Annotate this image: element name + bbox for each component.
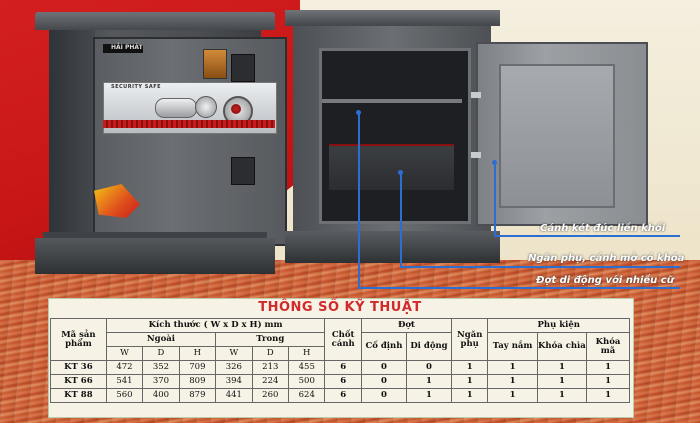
red-stripe (103, 120, 275, 128)
callout-line-drawer-h (400, 266, 680, 268)
header-acc-handle: Tay nắm (487, 332, 538, 361)
key-lock-icon (203, 49, 227, 79)
cell-model: KT 88 (50, 388, 107, 403)
cell-inner-d: 213 (251, 360, 290, 375)
cell-code: 1 (586, 360, 630, 375)
callout-line-door (494, 162, 496, 236)
safe-plinth (35, 238, 275, 274)
header-outer-d: D (142, 346, 180, 361)
cell-key: 1 (536, 388, 588, 403)
open-safe-image (285, 10, 500, 263)
door-bolt (471, 152, 481, 158)
open-safe-cap (285, 10, 500, 26)
header-shelf-movable: Di động (405, 332, 452, 361)
header-inner-h: H (288, 346, 326, 361)
cell-model: KT 66 (50, 374, 107, 389)
spec-table-title: THÔNG SỐ KỸ THUẬT (258, 300, 422, 315)
cell-outer-h: 709 (178, 360, 217, 375)
header-shelf-fixed: Cố định (360, 332, 407, 361)
header-compartment: Ngăn phụ (450, 318, 489, 361)
header-acc-key: Khóa chìa (536, 332, 588, 361)
cell-fixed: 0 (360, 360, 407, 375)
table-row: KT 88 560 400 879 441 260 624 6 0 1 1 1 … (50, 388, 630, 403)
header-inner: Trong (215, 332, 326, 347)
safe-side (49, 30, 95, 238)
panel-label: SECURITY SAFE (111, 84, 162, 90)
header-outer: Ngoài (105, 332, 217, 347)
cell-handle: 1 (487, 374, 538, 389)
header-outer-w: W (105, 346, 144, 361)
door-hinge-bottom (231, 157, 255, 185)
callout-door: Cánh két đúc liền khối (540, 223, 666, 234)
cell-key: 1 (536, 360, 588, 375)
callout-line-drawer (400, 172, 402, 267)
cell-outer-w: 560 (105, 388, 144, 403)
cell-outer-d: 400 (142, 388, 180, 403)
cell-movable: 0 (405, 360, 452, 375)
door-handle (155, 98, 197, 118)
door-hinge-top (231, 54, 255, 82)
open-safe-plinth (285, 231, 500, 263)
cell-compartment: 1 (450, 388, 489, 403)
header-bolts: Chốt cánh (324, 318, 362, 361)
table-row: KT 36 472 352 709 326 213 455 6 0 0 1 1 … (50, 360, 630, 375)
cell-code: 1 (586, 388, 630, 403)
cell-compartment: 1 (450, 374, 489, 389)
cell-inner-h: 500 (288, 374, 326, 389)
cell-handle: 1 (487, 388, 538, 403)
header-acc-code: Khóa mã (586, 332, 630, 361)
cell-inner-w: 326 (215, 360, 253, 375)
cell-inner-w: 441 (215, 388, 253, 403)
cell-fixed: 0 (360, 388, 407, 403)
door-bolt (471, 92, 481, 98)
knob-icon (195, 96, 217, 118)
callout-shelf: Đợt di động với nhiều cữ (536, 275, 674, 286)
header-outer-h: H (178, 346, 217, 361)
dial-center (231, 104, 241, 114)
safe-interior (319, 48, 471, 224)
closed-safe-image: HẢI PHÁT SECURITY SAFE (35, 12, 287, 274)
cell-handle: 1 (487, 360, 538, 375)
cell-fixed: 0 (360, 374, 407, 389)
cell-outer-w: 541 (105, 374, 144, 389)
spec-table: Mã sản phẩm Kích thước ( W x D x H) mm C… (50, 318, 630, 403)
safe-plinth-top (43, 232, 267, 242)
cell-outer-w: 472 (105, 360, 144, 375)
callout-compartment: Ngăn phụ, cánh mở có khóa (528, 253, 685, 264)
cell-outer-h: 809 (178, 374, 217, 389)
locked-compartment (329, 144, 454, 190)
cell-model: KT 36 (50, 360, 107, 375)
callout-line-door-h (494, 235, 680, 237)
header-model: Mã sản phẩm (50, 318, 107, 361)
cell-inner-w: 394 (215, 374, 253, 389)
cell-compartment: 1 (450, 360, 489, 375)
header-inner-w: W (215, 346, 253, 361)
cell-bolts: 6 (324, 374, 362, 389)
callout-line-shelf-h (358, 287, 680, 289)
movable-shelf (322, 99, 462, 103)
brand-logo (103, 44, 143, 53)
callout-line-shelf (358, 112, 360, 288)
cell-inner-h: 455 (288, 360, 326, 375)
cell-inner-d: 224 (251, 374, 290, 389)
header-accessories: Phụ kiện (487, 318, 630, 333)
cell-movable: 1 (405, 374, 452, 389)
cell-inner-h: 624 (288, 388, 326, 403)
cell-movable: 1 (405, 388, 452, 403)
cell-inner-d: 260 (251, 388, 290, 403)
brand-logo-text: HẢI PHÁT (111, 44, 143, 51)
door-inner-panel (499, 64, 615, 208)
header-dimensions: Kích thước ( W x D x H) mm (105, 318, 326, 333)
cell-bolts: 6 (324, 360, 362, 375)
cell-outer-d: 370 (142, 374, 180, 389)
header-inner-d: D (251, 346, 290, 361)
table-row: KT 66 541 370 809 394 224 500 6 0 1 1 1 … (50, 374, 630, 389)
cell-key: 1 (536, 374, 588, 389)
header-shelf: Đợt (360, 318, 452, 333)
cell-code: 1 (586, 374, 630, 389)
cell-outer-d: 352 (142, 360, 180, 375)
safe-top-cap (35, 12, 275, 30)
cell-outer-h: 879 (178, 388, 217, 403)
cell-bolts: 6 (324, 388, 362, 403)
